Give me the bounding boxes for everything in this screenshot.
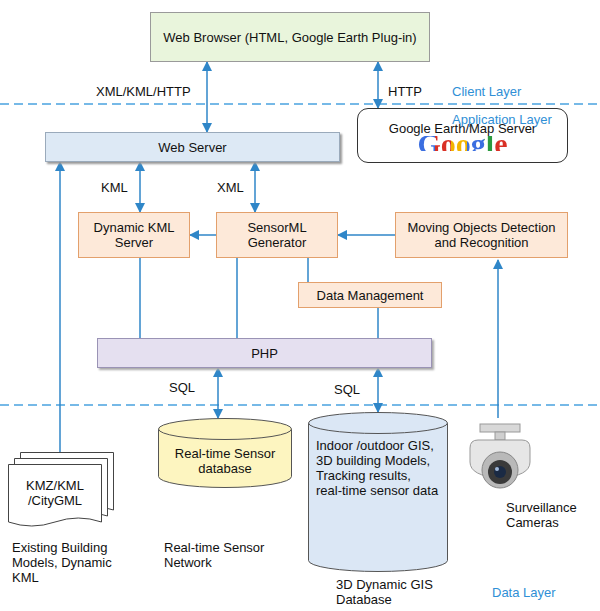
connector [217,368,219,418]
edge-label: XML/KML/HTTP [95,84,192,99]
node-text: Dynamic KML Server [85,220,183,250]
node-text: Moving Objects Detection and Recognition [402,220,561,250]
connector [206,62,208,132]
logo-text: Google [418,136,508,151]
edge-label: HTTP [387,84,423,99]
connector [377,62,379,108]
process-box: Moving Objects Detection and Recognition [395,212,568,258]
camera-icon [470,424,530,488]
node-text: KMZ/KML /CityGML [14,478,96,508]
connector [139,258,141,338]
layer-divider [0,404,600,406]
database-cylinder: Indoor /outdoor GIS, 3D building Models,… [308,412,448,572]
layer-divider [0,103,600,105]
layer-label: Client Layer [452,84,582,99]
caption-label: Existing Building Models, Dynamic KML [12,540,130,585]
node-text: Data Management [317,288,424,303]
camera-feed-arrow [497,260,499,418]
connector [59,162,61,452]
edge-label: XML [216,180,245,195]
process-box: SensorML Generator [216,212,338,258]
edge-label: SQL [333,382,361,397]
node-text: SensorML Generator [223,220,331,250]
connector [236,258,238,338]
process-box: Dynamic KML Server [78,212,190,258]
connector [307,258,309,282]
connector [377,368,379,412]
connector [139,162,141,212]
server-box: Web Server [45,132,340,162]
caption-label: 3D Dynamic GIS Database [336,577,436,607]
node-text: Indoor /outdoor GIS, 3D building Models,… [316,438,440,498]
edge-label: SQL [168,380,196,395]
caption-label: Surveillance Cameras [506,500,592,530]
client-box: Web Browser (HTML, Google Earth Plug-in) [150,12,430,62]
layer-label: Data Layer [492,585,582,600]
middleware-box: PHP [97,338,432,368]
edge-label: KML [100,180,129,195]
node-text: PHP [251,346,278,361]
connector [190,234,216,236]
node-text: Web Browser (HTML, Google Earth Plug-in) [163,30,416,45]
process-box: Data Management [298,282,442,308]
layer-label: Application Layer [452,112,592,127]
connector [254,162,256,212]
document-stack: KMZ/KML /CityGML [8,452,114,528]
node-text: Web Server [158,140,226,155]
caption-label: Real-time Sensor Network [164,540,282,570]
connector [338,234,395,236]
node-text: Real-time Sensor database [166,446,284,476]
connector [377,308,379,338]
database-cylinder: Real-time Sensor database [158,418,292,488]
